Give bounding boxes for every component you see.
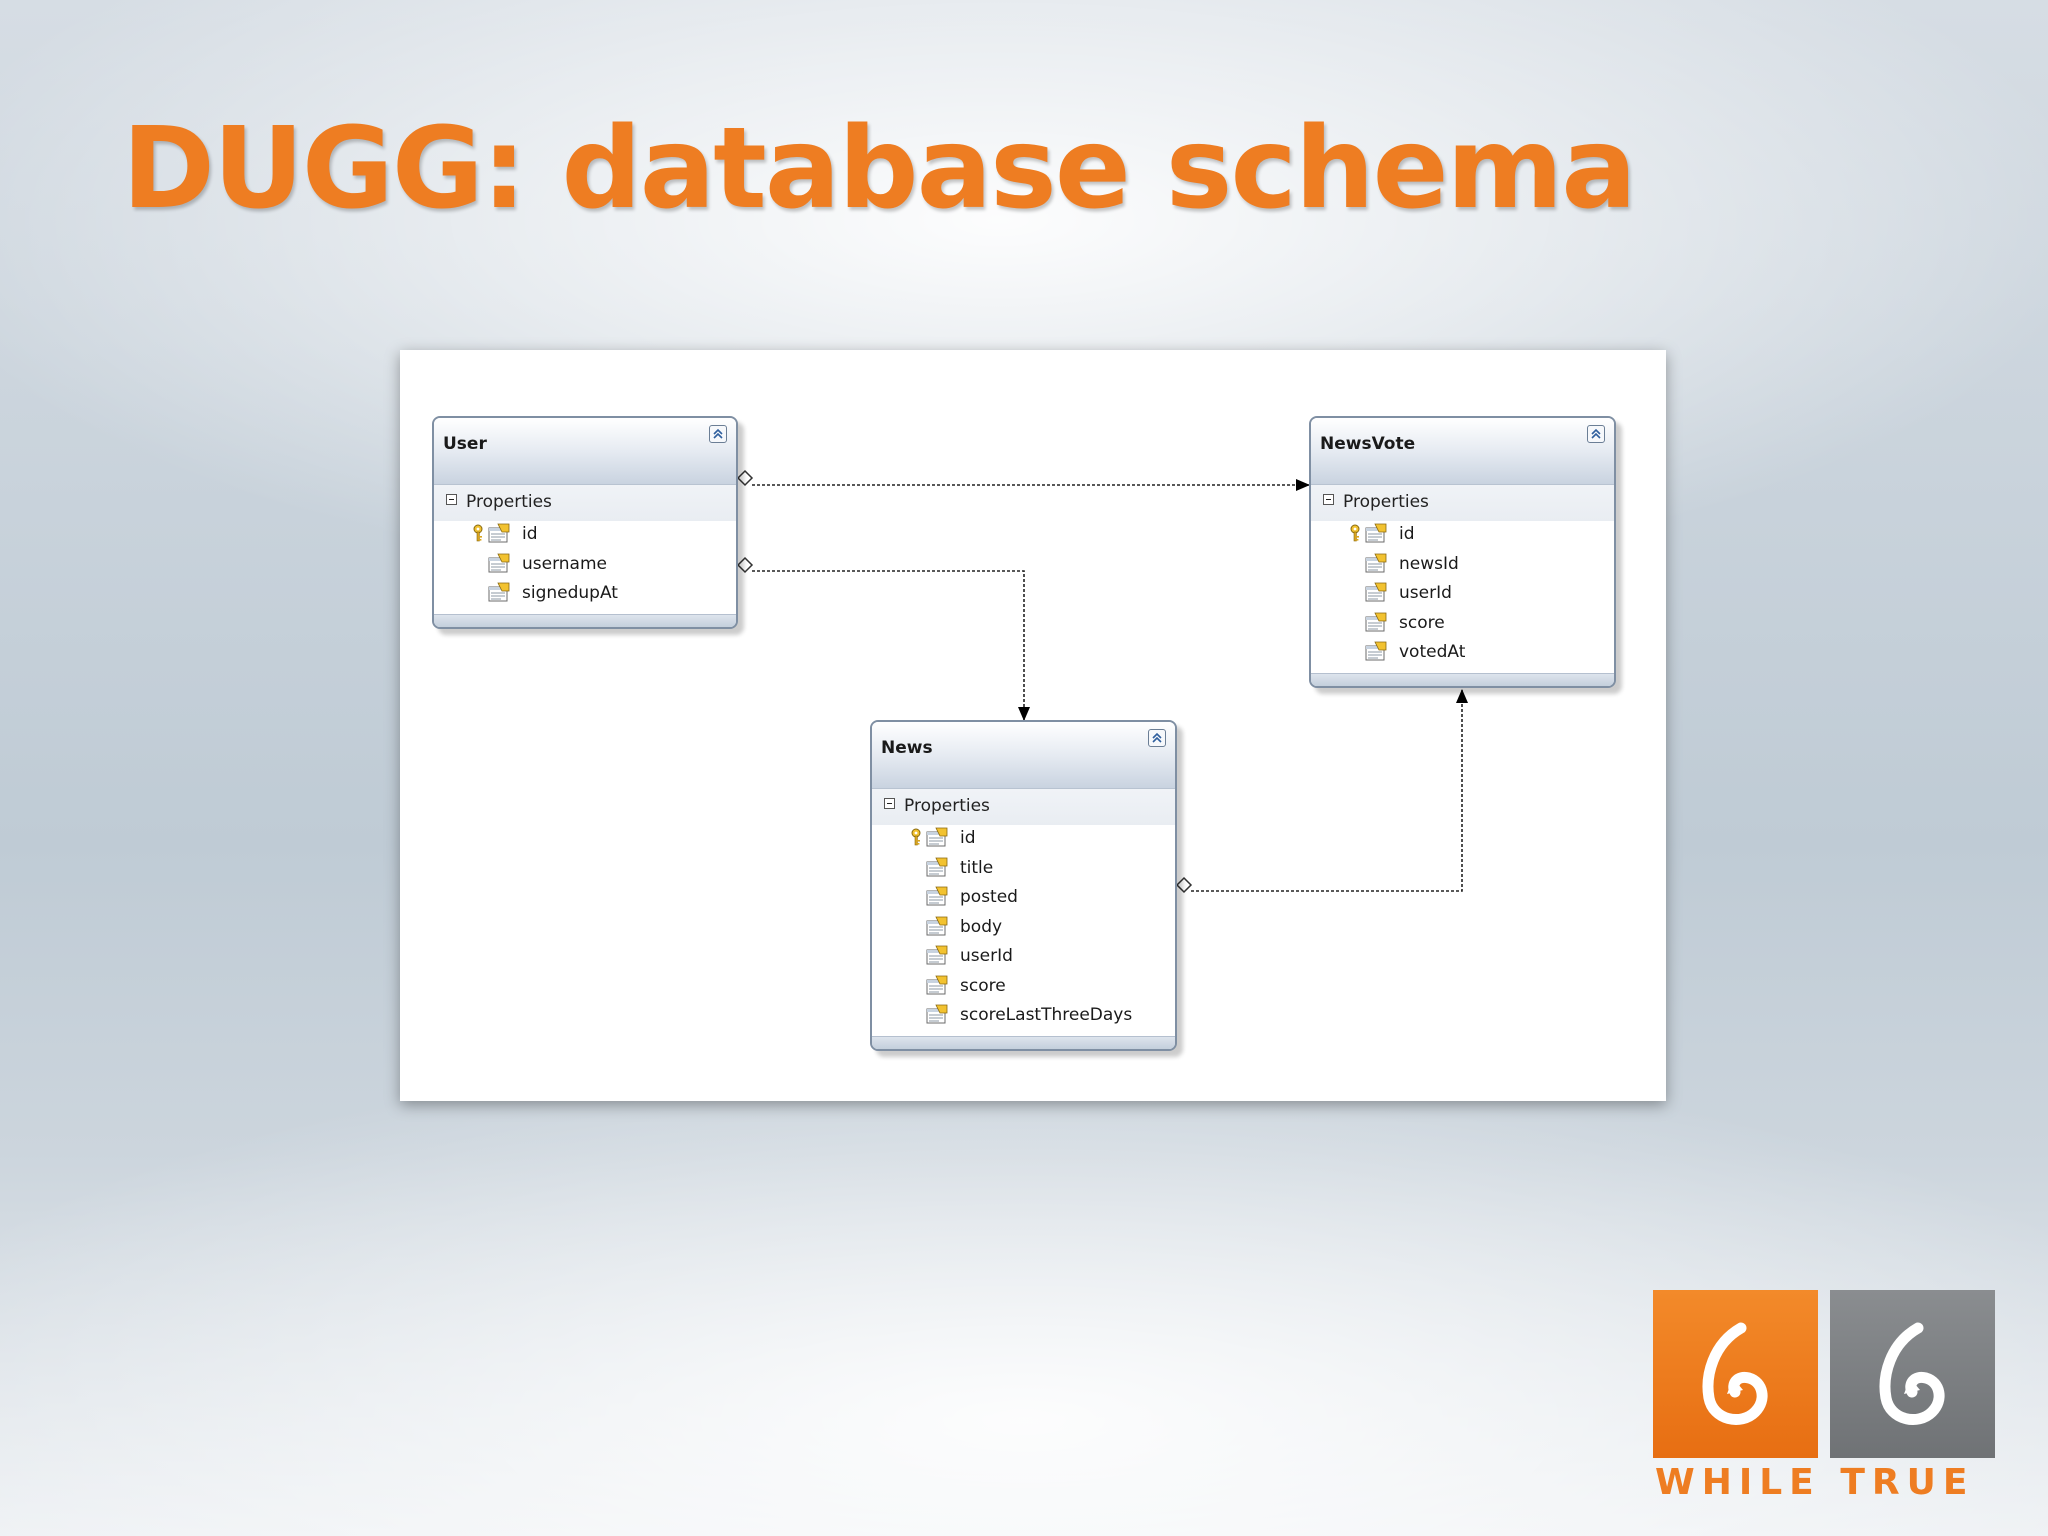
property-row[interactable]: votedAt: [1311, 639, 1614, 669]
collapse-toggle-icon[interactable]: [884, 798, 895, 809]
logo-word-while: WHILE: [1655, 1462, 1821, 1503]
section-label: Properties: [904, 796, 990, 816]
primary-key-icon: [910, 828, 924, 850]
property-name: username: [522, 553, 607, 574]
entity-header[interactable]: User: [434, 418, 736, 485]
property-row[interactable]: id: [1311, 521, 1614, 551]
association-user-news[interactable]: [736, 556, 1030, 721]
association-news-newsvote[interactable]: [1175, 689, 1468, 894]
section-label: Properties: [466, 492, 552, 512]
property-icon: [926, 1004, 948, 1024]
entity-name: User: [443, 434, 487, 454]
property-name: score: [1399, 612, 1445, 633]
property-row[interactable]: posted: [872, 884, 1175, 914]
property-row[interactable]: id: [434, 521, 736, 551]
property-icon: [1365, 641, 1387, 661]
entity-footer: [1311, 673, 1614, 686]
property-icon: [488, 582, 510, 602]
collapse-button[interactable]: [1148, 729, 1166, 747]
property-name: userId: [1399, 583, 1452, 603]
property-icon: [926, 975, 948, 995]
primary-key-icon: [472, 524, 486, 546]
while-true-logo: WHILE TRUE: [1653, 1290, 1995, 1510]
property-name: scoreLastThreeDays: [960, 1005, 1133, 1025]
property-name: id: [960, 828, 976, 848]
swirl-icon: [1879, 1322, 1945, 1425]
property-row[interactable]: score: [872, 973, 1175, 1003]
properties-section[interactable]: Properties: [1311, 485, 1614, 521]
property-name: title: [960, 857, 994, 878]
entity-footer: [872, 1036, 1175, 1049]
property-row[interactable]: id: [872, 825, 1175, 855]
property-row[interactable]: username: [434, 551, 736, 581]
property-icon: [1365, 582, 1387, 602]
association-lines: [736, 469, 1468, 894]
entity-footer: [434, 614, 736, 627]
properties-section[interactable]: Properties: [434, 485, 736, 521]
association-user-newsvote[interactable]: [736, 469, 1310, 491]
section-label: Properties: [1343, 492, 1429, 512]
property-name: votedAt: [1399, 642, 1466, 662]
property-icon: [1365, 523, 1387, 543]
property-icon: [926, 945, 948, 965]
collapse-toggle-icon[interactable]: [446, 494, 457, 505]
property-row[interactable]: newsId: [1311, 551, 1614, 581]
property-name: userId: [960, 946, 1013, 966]
collapse-toggle-icon[interactable]: [1323, 494, 1334, 505]
property-icon: [926, 827, 948, 847]
property-name: score: [960, 975, 1006, 996]
collapse-button[interactable]: [709, 425, 727, 443]
property-icon: [926, 857, 948, 877]
property-name: id: [522, 524, 538, 544]
entity-header[interactable]: News: [872, 722, 1175, 789]
property-icon: [488, 553, 510, 573]
property-icon: [926, 916, 948, 936]
property-icon: [1365, 612, 1387, 632]
property-row[interactable]: title: [872, 855, 1175, 885]
logo-wordmark: WHILE TRUE: [1655, 1462, 1995, 1503]
property-row[interactable]: body: [872, 914, 1175, 944]
slide-title: DUGG: database schema: [122, 104, 1637, 234]
property-row[interactable]: score: [1311, 610, 1614, 640]
entity-name: NewsVote: [1320, 434, 1416, 454]
property-name: newsId: [1399, 553, 1459, 574]
properties-section[interactable]: Properties: [872, 789, 1175, 825]
entity-header[interactable]: NewsVote: [1311, 418, 1614, 485]
property-name: body: [960, 916, 1003, 937]
entity-name: News: [881, 738, 933, 758]
property-name: signedupAt: [522, 583, 618, 603]
swirl-icon: [1702, 1322, 1768, 1425]
logo-word-true: TRUE: [1840, 1462, 1975, 1503]
property-icon: [488, 523, 510, 543]
logo-tile-orange: [1653, 1290, 1818, 1458]
property-row[interactable]: userId: [872, 943, 1175, 973]
property-row[interactable]: signedupAt: [434, 580, 736, 610]
property-row[interactable]: userId: [1311, 580, 1614, 610]
logo-tile-grey: [1830, 1290, 1995, 1458]
property-name: id: [1399, 524, 1415, 544]
property-icon: [926, 886, 948, 906]
primary-key-icon: [1349, 524, 1363, 546]
collapse-button[interactable]: [1587, 425, 1605, 443]
property-name: posted: [960, 887, 1018, 907]
property-row[interactable]: scoreLastThreeDays: [872, 1002, 1175, 1032]
property-icon: [1365, 553, 1387, 573]
